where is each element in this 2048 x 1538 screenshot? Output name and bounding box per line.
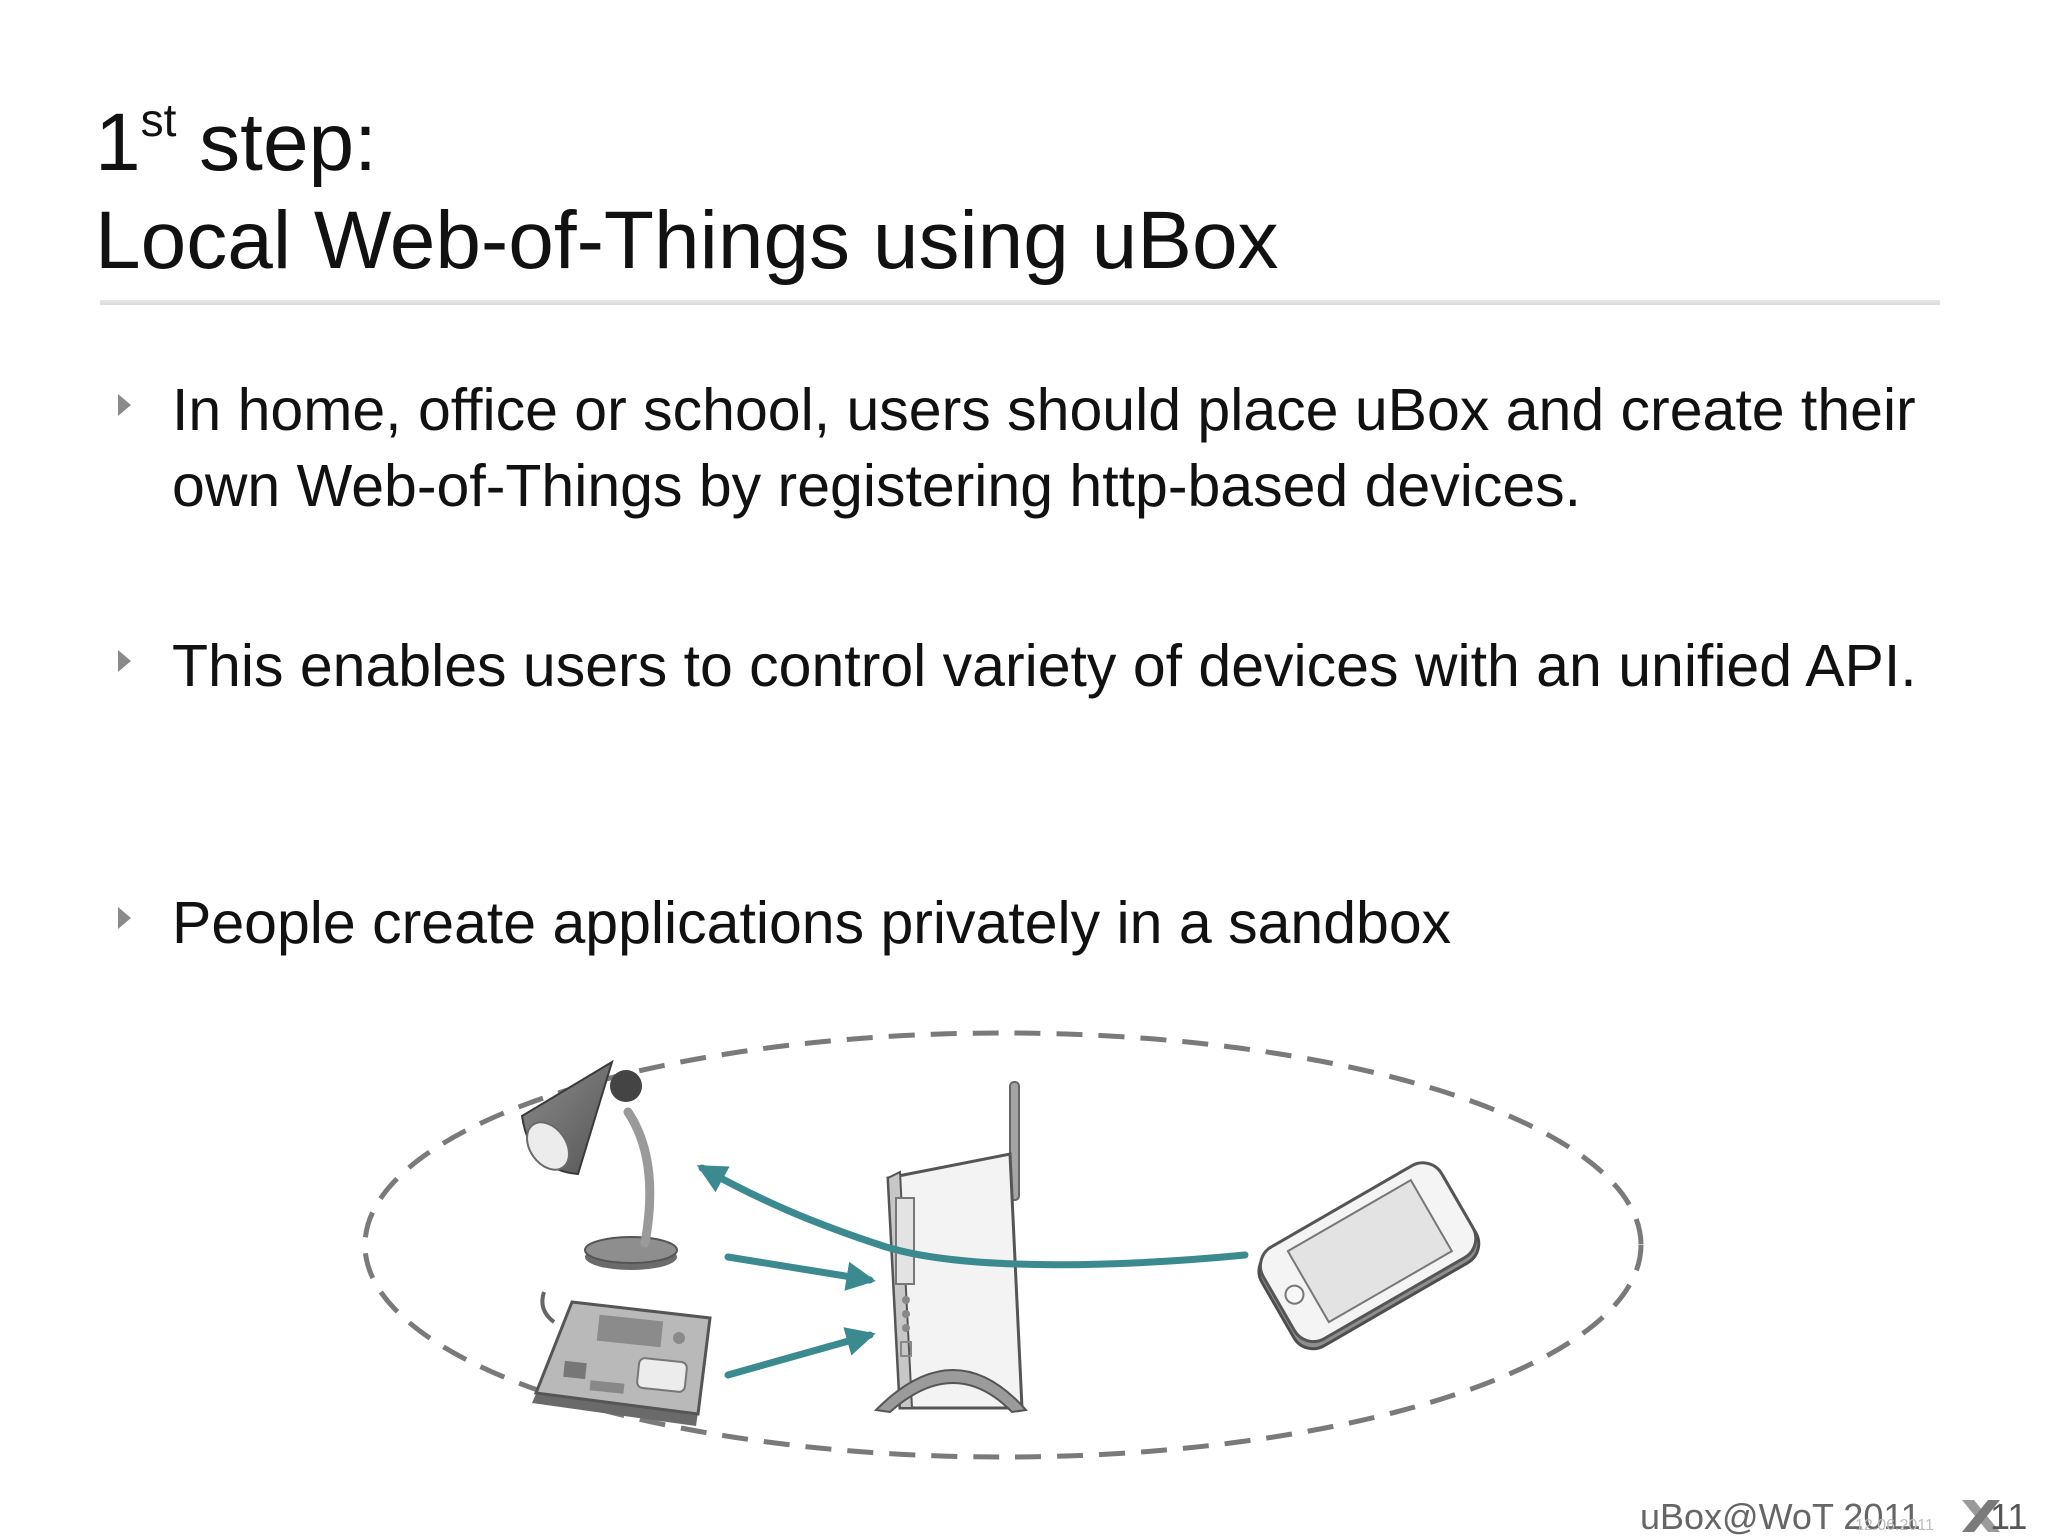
circuit-board-icon bbox=[532, 1291, 712, 1426]
bullet-text: In home, office or school, users should … bbox=[172, 377, 1916, 519]
footer-date: 12.06.2011 bbox=[1855, 1517, 1934, 1534]
title-divider bbox=[100, 300, 1940, 305]
arrow-group bbox=[696, 1164, 1249, 1379]
footer-label: uBox@WoT 2011 bbox=[1640, 1496, 1921, 1537]
bullet-marker-icon bbox=[118, 394, 131, 416]
title-step: step: bbox=[176, 97, 377, 188]
arrow-board-to-router bbox=[724, 1327, 876, 1379]
title-subtitle: Local Web-of-Things using uBox bbox=[95, 195, 1279, 286]
smartphone-icon bbox=[1257, 1161, 1481, 1351]
bullet-text: People create applications privately in … bbox=[172, 890, 1452, 956]
desk-lamp-icon bbox=[520, 1059, 678, 1270]
slide-title: 1st step: Local Web-of-Things using uBox bbox=[95, 94, 1279, 290]
arrow-phone-to-lamp bbox=[696, 1164, 1249, 1269]
title-superscript: st bbox=[140, 94, 177, 146]
bullet-text: This enables users to control variety of… bbox=[172, 633, 1917, 699]
arrow-lamp-to-router bbox=[724, 1253, 876, 1291]
logo-icon bbox=[1962, 1500, 2000, 1532]
router-icon bbox=[873, 1081, 1028, 1414]
bullet-marker-icon bbox=[118, 650, 131, 672]
title-number: 1 bbox=[95, 97, 141, 188]
sandbox-boundary bbox=[362, 1030, 1644, 1460]
page-number: 11 bbox=[1990, 1496, 2028, 1537]
bullet-marker-icon bbox=[118, 907, 131, 929]
